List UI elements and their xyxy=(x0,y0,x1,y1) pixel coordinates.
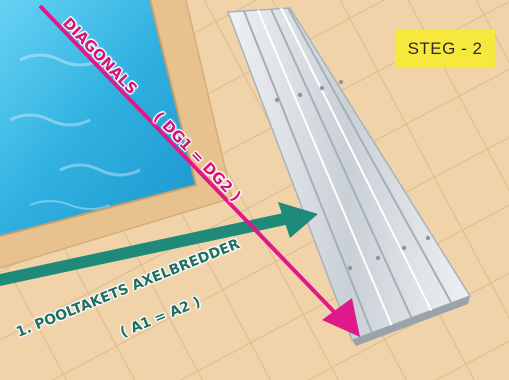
step-badge: STEG - 2 xyxy=(395,30,495,68)
